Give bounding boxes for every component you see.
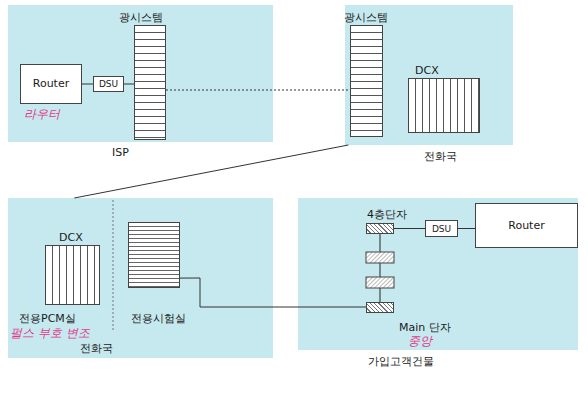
site-panel: 가입고객건물4층단자DSURouterMain 단자 bbox=[298, 198, 578, 350]
dcx-rack: DCX전용PCM실 bbox=[45, 245, 100, 305]
handwritten-note: 펄스 부호 변조 bbox=[10, 326, 90, 340]
node-label: DSU bbox=[94, 79, 123, 90]
handwritten-note: 중앙 bbox=[408, 334, 432, 348]
floor-terminal bbox=[366, 252, 394, 263]
site-panel: 전화국광시스템DCX bbox=[345, 5, 513, 145]
node-label: 전용시험실 bbox=[131, 312, 186, 325]
room-divider bbox=[113, 200, 114, 330]
optical-rack: 광시스템 bbox=[134, 25, 166, 140]
test-rack: 전용시험실 bbox=[128, 222, 180, 288]
node-label: Router bbox=[476, 219, 577, 232]
handwritten-note: 라우터 bbox=[24, 107, 60, 121]
node-label: DCX bbox=[59, 231, 83, 244]
node-label: 4층단자 bbox=[367, 208, 407, 221]
node-label: 가입고객건물 bbox=[368, 355, 434, 368]
main-terminal: Main 단자 bbox=[366, 302, 394, 313]
connector-line bbox=[458, 228, 475, 229]
floor-terminal: 4층단자 bbox=[366, 223, 394, 234]
node-label: 전용PCM실 bbox=[19, 312, 76, 325]
riser-cable bbox=[379, 234, 380, 302]
node-label: 전화국 bbox=[424, 150, 457, 163]
router-box: Router bbox=[20, 64, 82, 104]
connector-line bbox=[180, 278, 366, 307]
floor-terminal bbox=[366, 277, 394, 288]
connector-line bbox=[166, 90, 350, 91]
node-label: DSU bbox=[426, 223, 457, 234]
connector-line bbox=[394, 228, 425, 229]
connector-line bbox=[82, 84, 93, 85]
dsu-box: DSU bbox=[425, 220, 458, 237]
site-panel: ISPRouterDSU광시스템 bbox=[8, 5, 273, 142]
node-label: ISP bbox=[112, 146, 129, 159]
router-box: Router bbox=[475, 203, 578, 248]
node-label: 전화국 bbox=[80, 342, 113, 355]
node-label: DCX bbox=[415, 64, 439, 77]
node-label: Main 단자 bbox=[399, 321, 451, 334]
node-label: 광시스템 bbox=[119, 11, 163, 24]
dsu-box: DSU bbox=[93, 76, 124, 92]
optical-rack: 광시스템 bbox=[350, 25, 383, 137]
connector-line bbox=[124, 84, 134, 85]
dcx-rack: DCX bbox=[408, 78, 480, 133]
node-label: 광시스템 bbox=[344, 11, 388, 24]
connector-line bbox=[74, 145, 348, 198]
node-label: Router bbox=[21, 77, 81, 90]
